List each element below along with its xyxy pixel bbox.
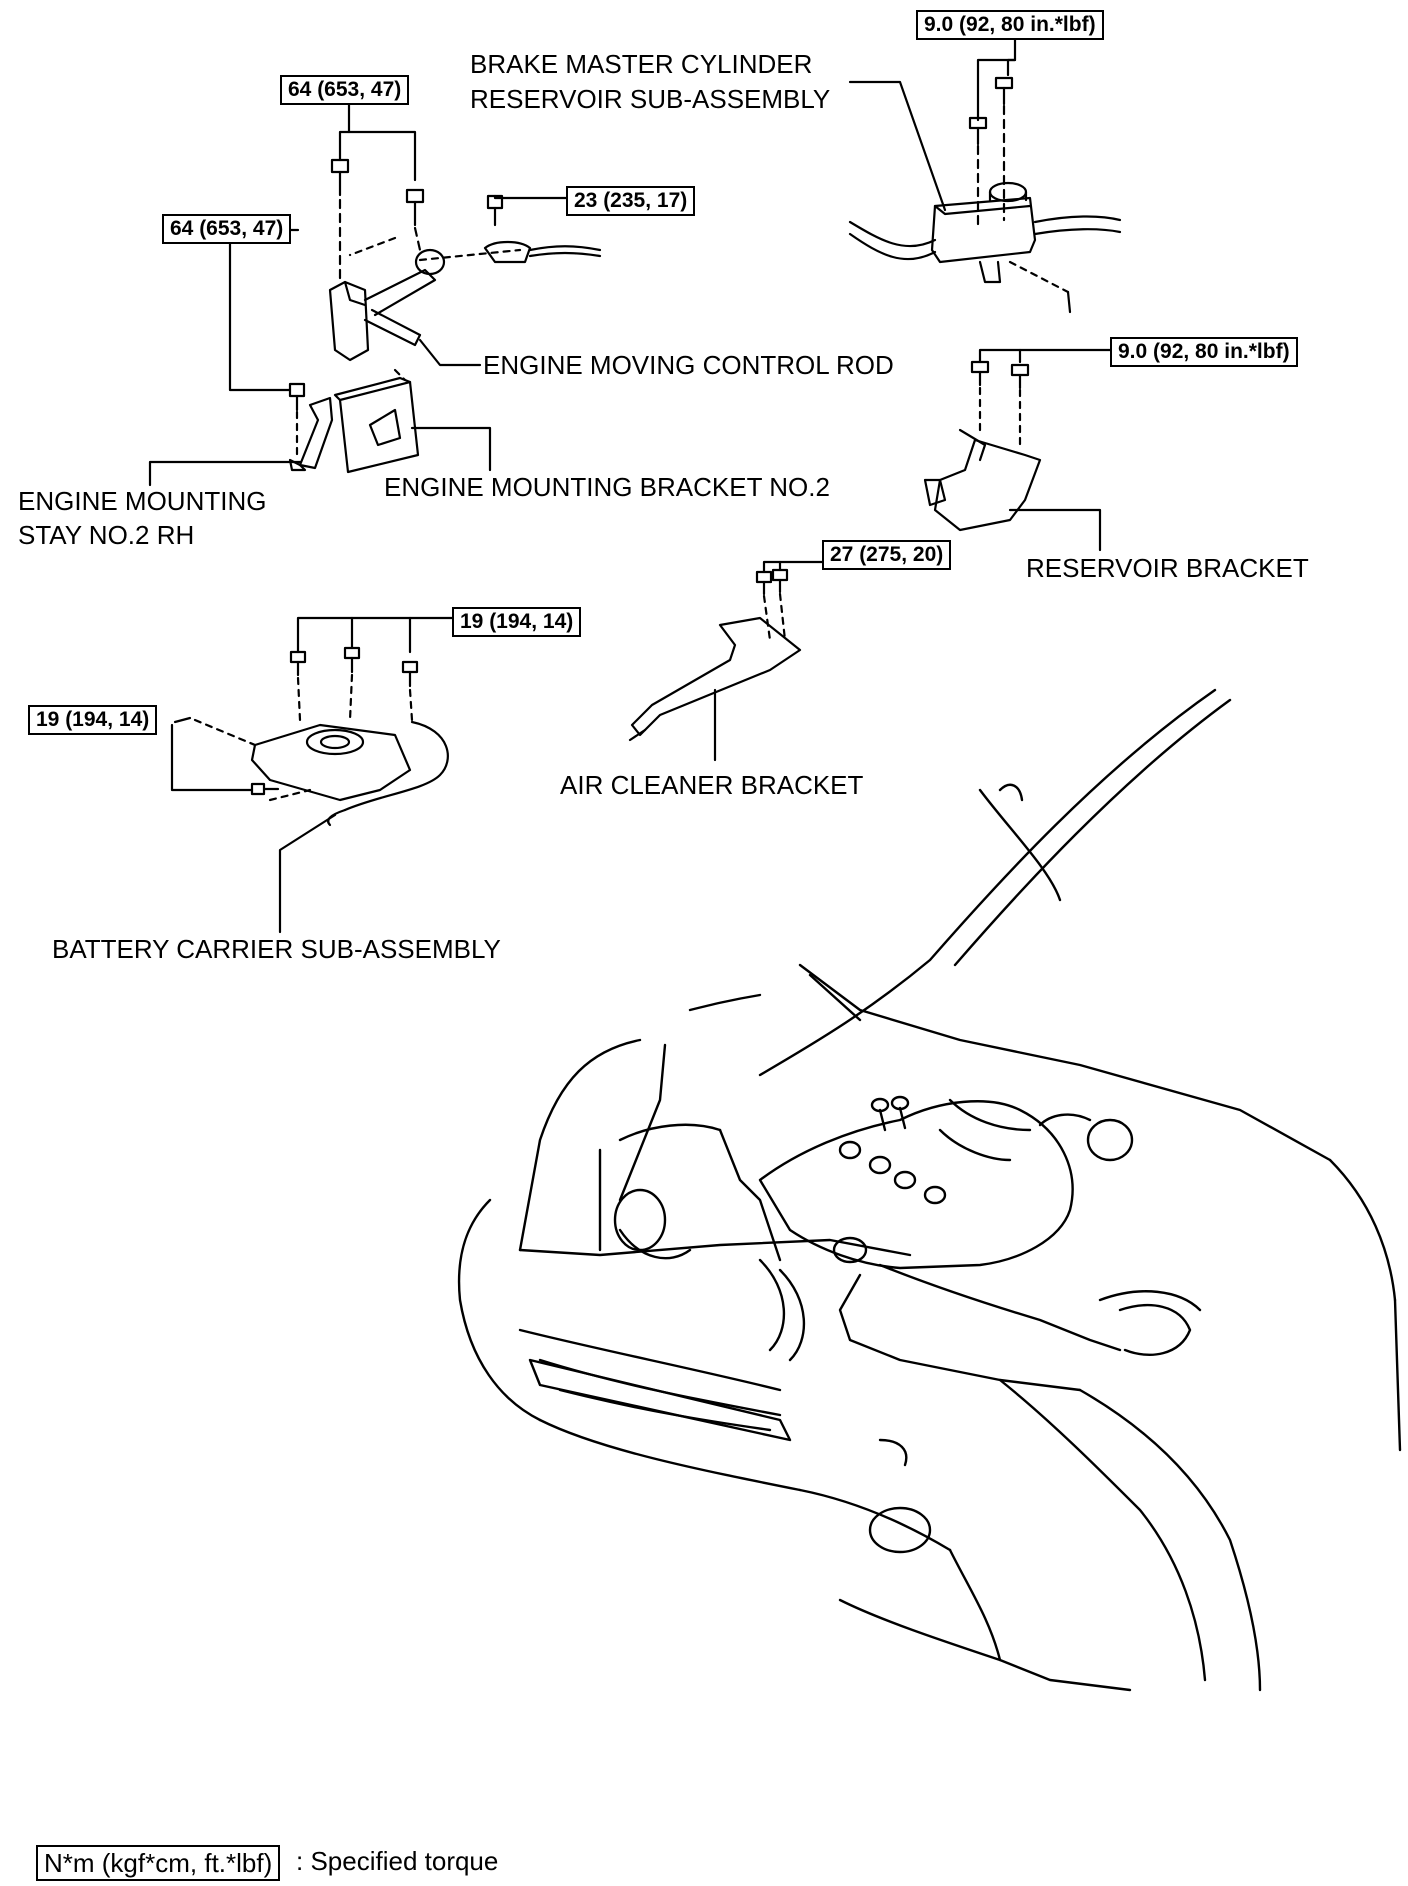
air-cleaner-bracket-drawing (628, 560, 824, 762)
bolt-icon (250, 782, 280, 796)
battery-carrier-drawing (170, 616, 457, 934)
bolt-icon (970, 360, 990, 387)
label-engine-moving-control-rod: ENGINE MOVING CONTROL ROD (483, 350, 894, 380)
bolt-icon (330, 158, 350, 197)
legend-unit-box: N*m (kgf*cm, ft.*lbf) (36, 1845, 281, 1881)
bolt-icon (1010, 363, 1030, 390)
bolt-icon (994, 76, 1014, 106)
bolt-icon (401, 660, 419, 688)
torque-box-air-cleaner-bracket: 27 (275, 20) (822, 540, 952, 570)
bolt-icon (288, 382, 306, 412)
torque-box-battery-top: 19 (194, 14) (452, 607, 582, 637)
torque-box-control-rod: 64 (653, 47) (280, 75, 410, 105)
torque-box-reservoir-top: 9.0 (92, 80 in.*lbf) (916, 10, 1104, 40)
label-brake-reservoir-line2: RESERVOIR SUB-ASSEMBLY (470, 84, 831, 114)
bolt-icon (289, 650, 307, 677)
torque-box-mount-stay: 64 (653, 47) (162, 214, 292, 244)
label-battery-carrier: BATTERY CARRIER SUB-ASSEMBLY (52, 934, 501, 964)
bolt-icon (771, 568, 789, 594)
label-reservoir-bracket: RESERVOIR BRACKET (1026, 553, 1309, 583)
label-engine-mounting-stay-line2: STAY NO.2 RH (18, 520, 195, 550)
label-brake-reservoir-line1: BRAKE MASTER CYLINDER (470, 49, 813, 79)
label-engine-mounting-bracket: ENGINE MOUNTING BRACKET NO.2 (384, 472, 830, 502)
bolt-icon (755, 570, 773, 596)
bolt-icon (405, 188, 425, 227)
bolt-icon (343, 646, 361, 674)
engine-control-rod-drawing (148, 88, 602, 487)
nut-icon (486, 194, 504, 227)
reservoir-bracket-drawing (923, 348, 1112, 552)
vehicle-front-drawing (457, 688, 1402, 1692)
torque-box-control-rod-nut: 23 (235, 17) (566, 186, 696, 216)
torque-box-battery-side: 19 (194, 14) (28, 705, 158, 735)
bolt-icon (968, 116, 988, 146)
torque-box-reservoir-bracket: 9.0 (92, 80 in.*lbf) (1110, 337, 1298, 367)
legend-description: : Specified torque (296, 1846, 499, 1876)
label-air-cleaner-bracket: AIR CLEANER BRACKET (560, 770, 864, 800)
label-engine-mounting-stay-line1: ENGINE MOUNTING (18, 486, 267, 516)
brake-reservoir-drawing (848, 36, 1122, 314)
